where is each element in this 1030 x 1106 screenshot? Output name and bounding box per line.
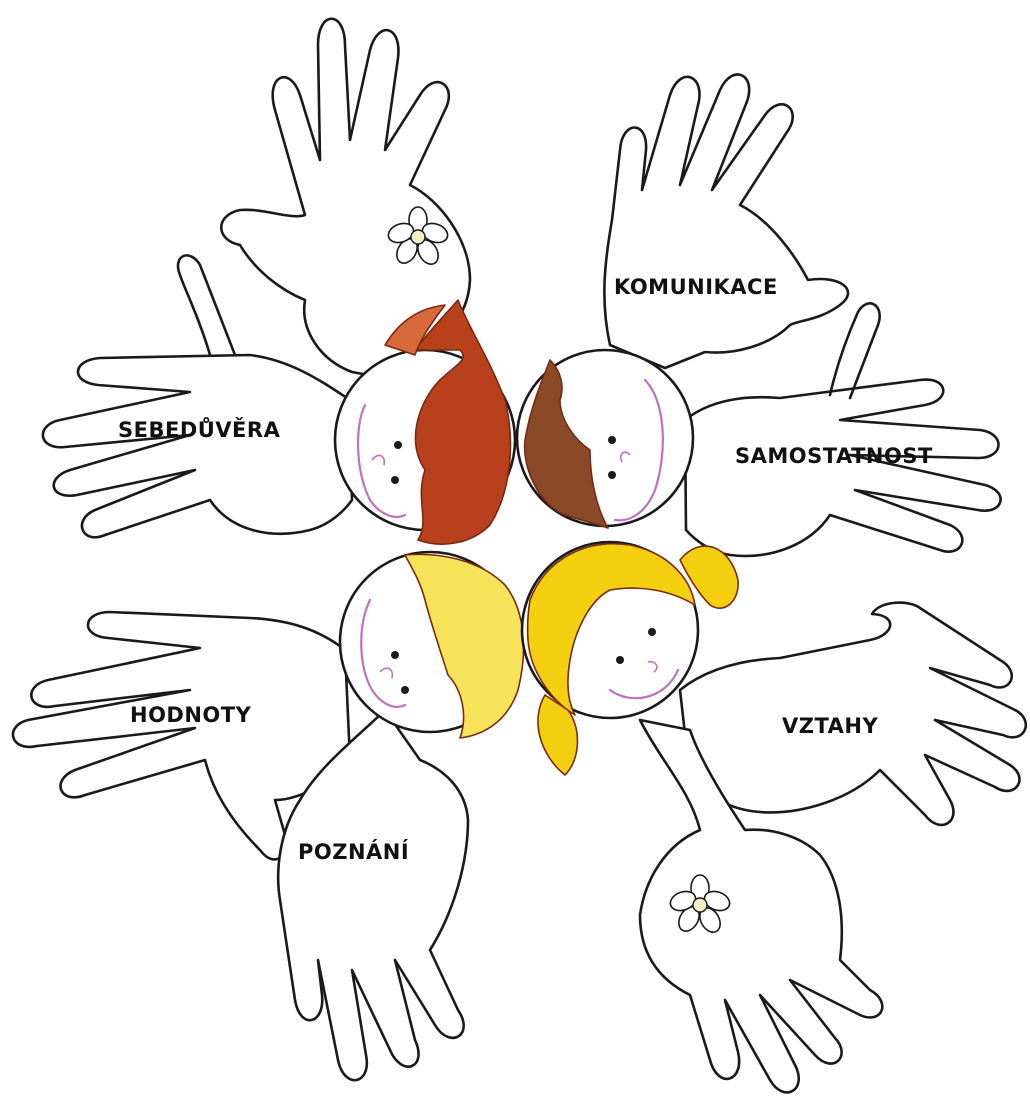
hand-top-left (221, 19, 470, 380)
child-face-brown-hair (517, 350, 693, 528)
hand-top-right (604, 74, 848, 368)
label-poznani: POZNÁNÍ (298, 842, 409, 863)
label-samostatnost: SAMOSTATNOST (735, 446, 933, 467)
child-face-light-yellow-hair (340, 552, 524, 738)
label-komunikace: KOMUNIKACE (614, 277, 778, 298)
label-vztahy: VZTAHY (782, 716, 878, 737)
label-sebeduvera: SEBEDŮVĚRA (118, 420, 280, 441)
label-hodnoty: HODNOTY (130, 705, 251, 726)
